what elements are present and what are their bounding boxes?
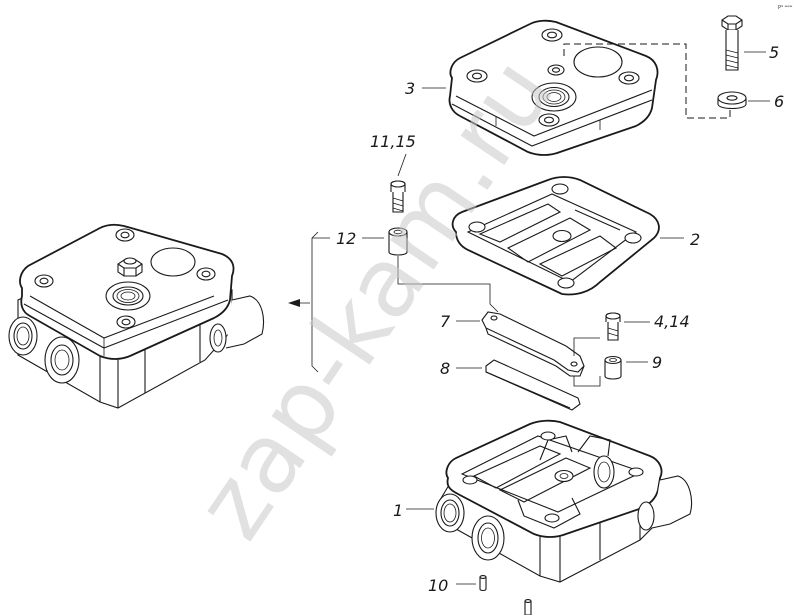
part-10-pin	[479, 575, 487, 592]
callout-7: 7	[440, 312, 451, 331]
callout-1: 1	[393, 501, 403, 520]
plug-disc	[150, 247, 196, 277]
callout-3: 3	[405, 79, 415, 98]
callout-12: 12	[336, 229, 356, 248]
callout-labels: 1 2 3 4,14 5 6 7 8 9 10 11,15 12	[336, 43, 784, 595]
callout-leaders	[362, 51, 770, 585]
part-8-valve-strip	[485, 359, 581, 411]
part-12-sleeve	[388, 227, 408, 256]
threaded-port	[105, 281, 151, 311]
body-ports	[435, 455, 693, 561]
top-cover-bolt-holes	[466, 28, 640, 127]
gasket-holes	[468, 183, 642, 289]
leader-7-to-4	[573, 337, 600, 356]
part-11-15-screw	[390, 180, 406, 213]
callout-6: 6	[774, 92, 784, 111]
top-cover-port	[531, 82, 577, 112]
leader-7-to-9	[573, 376, 601, 387]
callout-5: 5	[769, 43, 779, 62]
top-cover-plug	[573, 46, 623, 78]
body-holes	[462, 431, 644, 523]
assembled-cylinder-head	[8, 223, 265, 409]
assembly-arrow	[288, 231, 330, 373]
part-5-bolt	[721, 15, 743, 71]
leader-12-to-7	[397, 256, 499, 313]
part-4-14-screw	[605, 312, 621, 341]
part-3-top-cover	[448, 19, 659, 156]
part-6-washer	[717, 91, 747, 110]
cover-bolt-holes	[34, 228, 216, 329]
part-2-gasket	[451, 176, 660, 296]
callout-9: 9	[652, 353, 662, 372]
callout-10: 10	[428, 576, 448, 595]
part-9-bushing	[604, 355, 622, 380]
part-7-valve-stop	[481, 311, 585, 377]
callout-8: 8	[440, 359, 450, 378]
dash-line-cover-bolts	[563, 43, 731, 119]
bottom-pin	[524, 599, 532, 615]
part-1-cylinder-head	[435, 419, 693, 583]
callout-2: 2	[690, 230, 700, 249]
corner-mark: P⁴ ʷʷʷ	[778, 5, 793, 11]
hex-nut	[117, 257, 143, 277]
callout-11-15: 11,15	[370, 132, 416, 151]
side-ports	[8, 295, 265, 384]
callout-4-14: 4,14	[654, 312, 690, 331]
